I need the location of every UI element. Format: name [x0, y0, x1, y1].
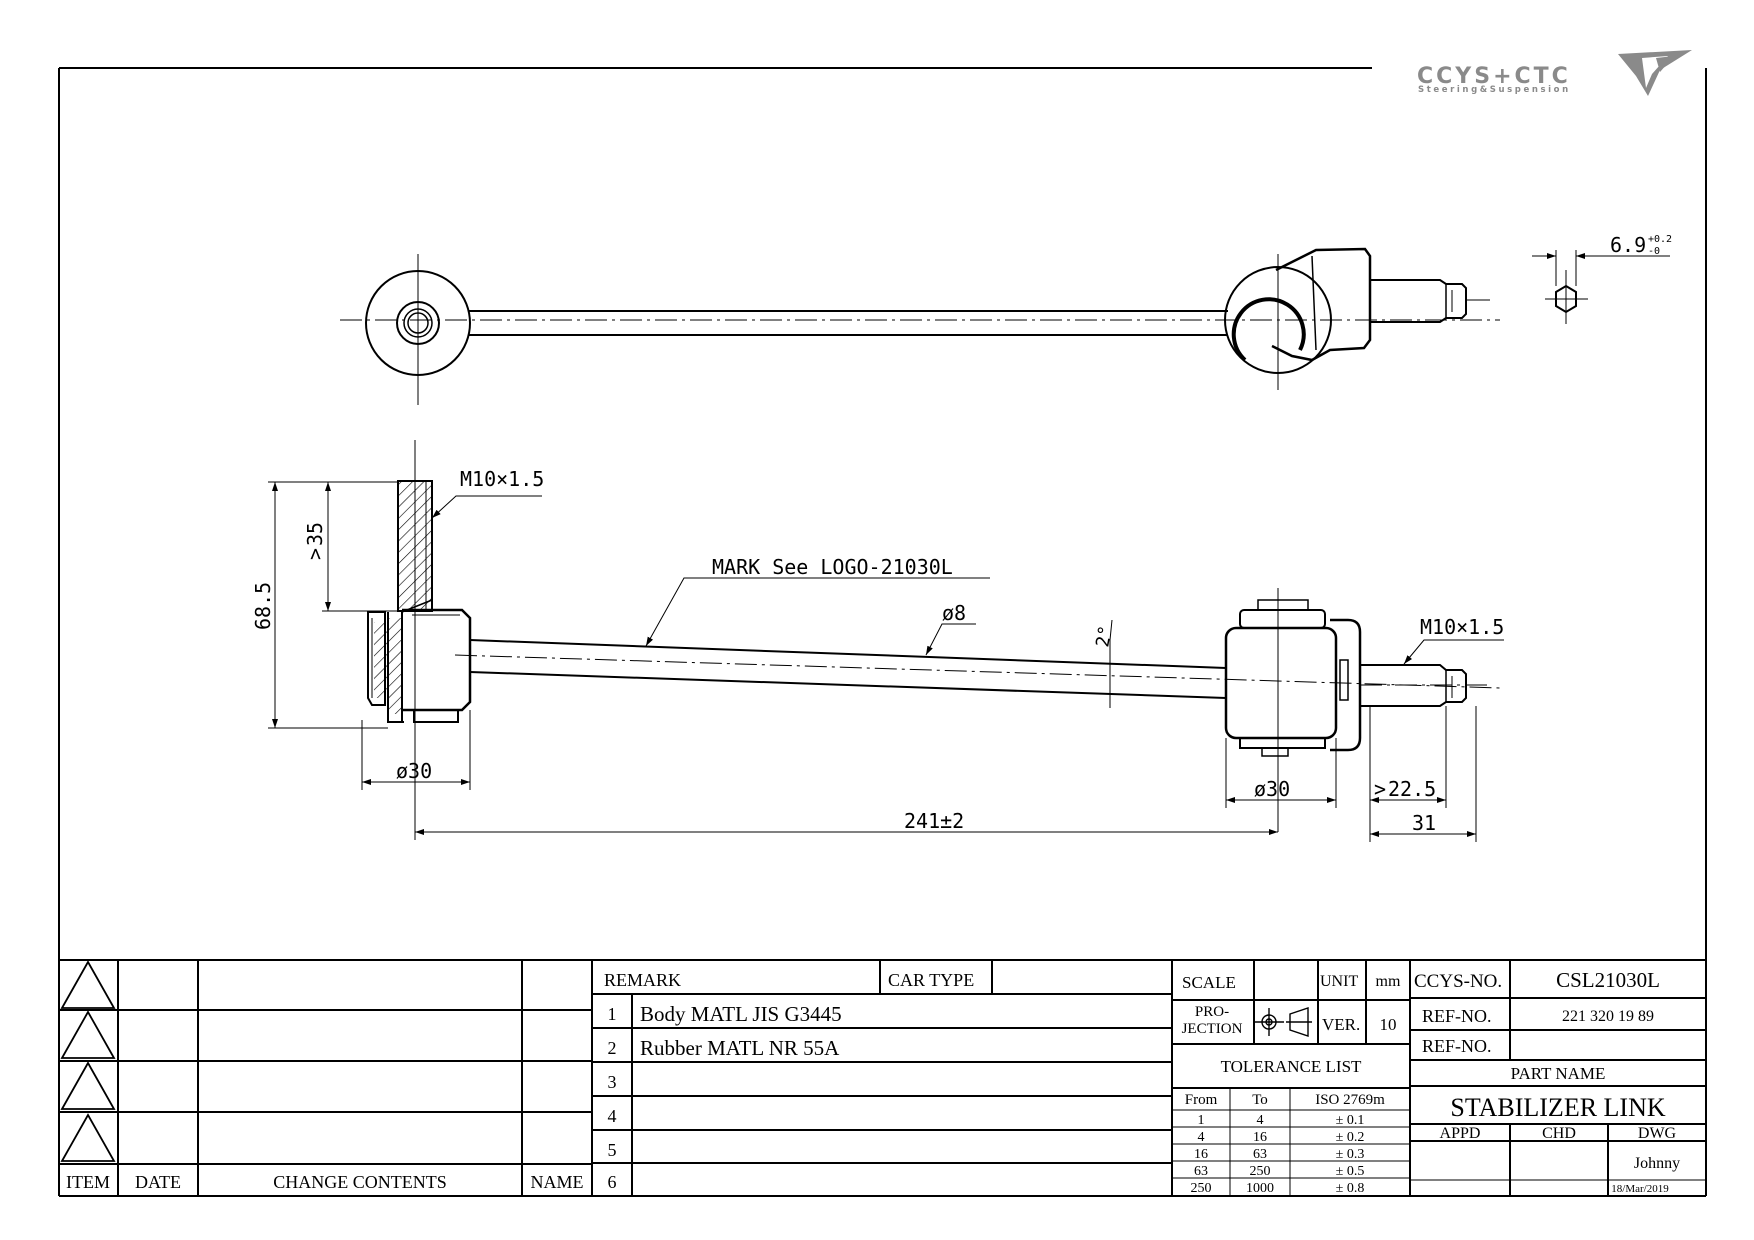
tol-cell: 250 — [1250, 1164, 1271, 1179]
angle-label: 2° — [1092, 624, 1116, 649]
chd-label: CHD — [1542, 1125, 1576, 1142]
tol-header-from: From — [1185, 1092, 1218, 1108]
logo-tagline: Steering&Suspension — [1418, 85, 1571, 95]
tol-cell: 16 — [1253, 1130, 1267, 1145]
tolerance-title: TOLERANCE LIST — [1221, 1057, 1362, 1076]
tol-cell: 4 — [1198, 1130, 1205, 1145]
rev-header-date: DATE — [135, 1172, 181, 1192]
ver-value: 10 — [1380, 1015, 1397, 1034]
rev-header-change: CHANGE CONTENTS — [273, 1172, 447, 1192]
part-name-label: PART NAME — [1511, 1064, 1606, 1083]
tol-cell: 63 — [1253, 1147, 1267, 1162]
stud-right-len-label: 22.5 — [1388, 777, 1436, 801]
remark-row-text: Body MATL JIS G3445 — [640, 1002, 842, 1026]
appd-label: APPD — [1440, 1125, 1481, 1142]
tol-header-iso: ISO 2769m — [1315, 1092, 1385, 1108]
drawing-border — [58, 67, 1707, 1197]
tol-cell: ± 0.1 — [1336, 1113, 1365, 1128]
top-view — [340, 247, 1500, 405]
remark-row-num: 5 — [608, 1140, 617, 1160]
rev-header-item: ITEM — [66, 1172, 110, 1192]
remark-header: REMARK — [604, 970, 681, 990]
projection-label-1: PRO- — [1195, 1004, 1229, 1020]
total-height-label: 68.5 — [251, 582, 275, 630]
thread-top-label: M10×1.5 — [460, 467, 544, 491]
scale-label: SCALE — [1182, 973, 1236, 992]
side-view — [268, 440, 1504, 842]
ball-dia-left-label: ø30 — [396, 759, 432, 783]
ccys-no-label: CCYS-NO. — [1414, 971, 1502, 992]
unit-value: mm — [1376, 973, 1401, 990]
date-value: 18/Mar/2019 — [1611, 1183, 1669, 1195]
rod-dia-label: ø8 — [942, 601, 966, 625]
thread-right-label: M10×1.5 — [1420, 615, 1504, 639]
hex-width-label: 6.9 — [1610, 233, 1646, 257]
rev-header-name: NAME — [531, 1172, 584, 1192]
stud-length-label: 35 — [303, 522, 327, 546]
tol-cell: ± 0.3 — [1336, 1147, 1365, 1162]
tol-cell: 1 — [1198, 1113, 1205, 1128]
remark-row-num: 6 — [608, 1172, 617, 1192]
stud-length-prefix: > — [303, 548, 327, 560]
stud-right-total-label: 31 — [1412, 811, 1436, 835]
tol-header-to: To — [1252, 1092, 1268, 1108]
ref-no-value: 221 320 19 89 — [1562, 1008, 1654, 1025]
projection-label-2: JECTION — [1182, 1021, 1243, 1037]
logo-brand: CCYS+CTC — [1417, 64, 1571, 89]
tol-cell: ± 0.5 — [1336, 1164, 1365, 1179]
dwg-label: DWG — [1638, 1125, 1677, 1142]
stud-right-len-prefix: > — [1374, 777, 1386, 801]
logo-emblem-icon — [1618, 50, 1692, 96]
title-block-grid — [59, 959, 1706, 1196]
ref-no2-label: REF-NO. — [1422, 1036, 1492, 1056]
car-type-label: CAR TYPE — [888, 970, 974, 990]
dwg-value: Johnny — [1634, 1155, 1680, 1172]
unit-label: UNIT — [1320, 973, 1358, 990]
mark-note-label: MARK See LOGO-21030L — [712, 555, 953, 579]
ball-dia-right-label: ø30 — [1254, 777, 1290, 801]
ccys-no-value: CSL21030L — [1556, 968, 1660, 992]
tol-cell: 4 — [1257, 1113, 1264, 1128]
hex-tol-upper: +0.2 — [1648, 234, 1672, 245]
ver-label: VER. — [1322, 1015, 1360, 1034]
ref-no-label: REF-NO. — [1422, 1006, 1492, 1026]
remark-row-num: 3 — [608, 1072, 617, 1092]
tol-cell: 63 — [1194, 1164, 1208, 1179]
tol-cell: ± 0.8 — [1336, 1181, 1365, 1196]
part-name-value: STABILIZER LINK — [1450, 1093, 1665, 1122]
revision-markers — [60, 960, 116, 1162]
tol-cell: 1000 — [1246, 1181, 1274, 1196]
projection-symbol-icon — [1254, 1007, 1312, 1037]
remark-row-num: 4 — [608, 1106, 617, 1126]
center-distance-label: 241±2 — [904, 809, 964, 833]
remark-row-num: 1 — [608, 1004, 617, 1024]
tol-cell: 250 — [1191, 1181, 1212, 1196]
tol-cell: 16 — [1194, 1147, 1208, 1162]
tol-cell: ± 0.2 — [1336, 1130, 1365, 1145]
hex-tol-lower: -0 — [1648, 246, 1660, 257]
company-logo: CCYS+CTC Steering&Suspension — [1417, 50, 1692, 96]
remark-row-text: Rubber MATL NR 55A — [640, 1036, 840, 1060]
hex-detail — [1532, 250, 1670, 324]
remark-row-num: 2 — [608, 1038, 617, 1058]
